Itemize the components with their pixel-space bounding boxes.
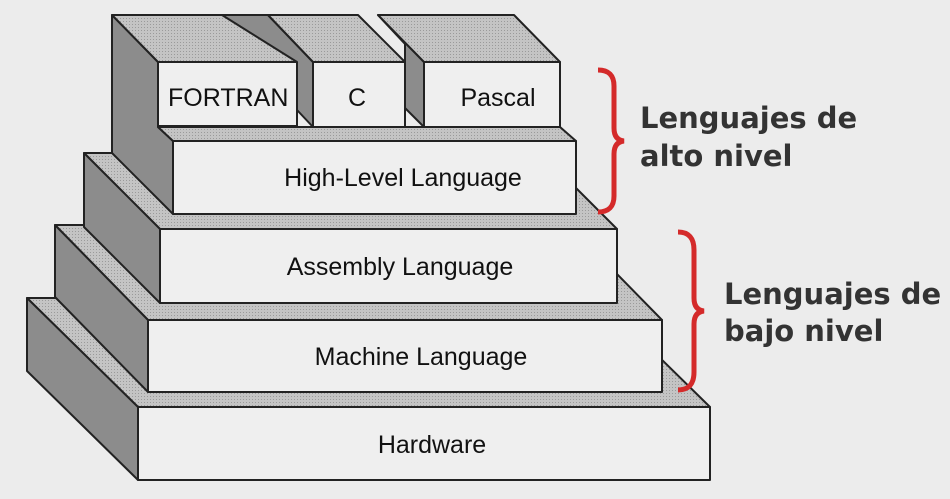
high-level-language-block [111,14,577,215]
high-level-label: High-Level Language [284,164,522,192]
pascal-label: Pascal [460,84,535,112]
machine-label: Machine Language [315,343,528,371]
hardware-label: Hardware [378,431,486,459]
low-level-annotation-line2: bajo nivel [724,314,883,348]
high-level-annotation-line2: alto nivel [640,139,793,173]
fortran-label: FORTRAN [168,84,288,112]
high-level-brace [597,67,625,215]
low-level-brace [677,229,705,393]
c-label: C [348,84,366,112]
pascal-block [377,14,561,128]
assembly-label: Assembly Language [287,253,514,281]
high-level-annotation-line1: Lenguajes de [640,101,857,135]
low-level-annotation-line1: Lenguajes de [724,277,941,311]
